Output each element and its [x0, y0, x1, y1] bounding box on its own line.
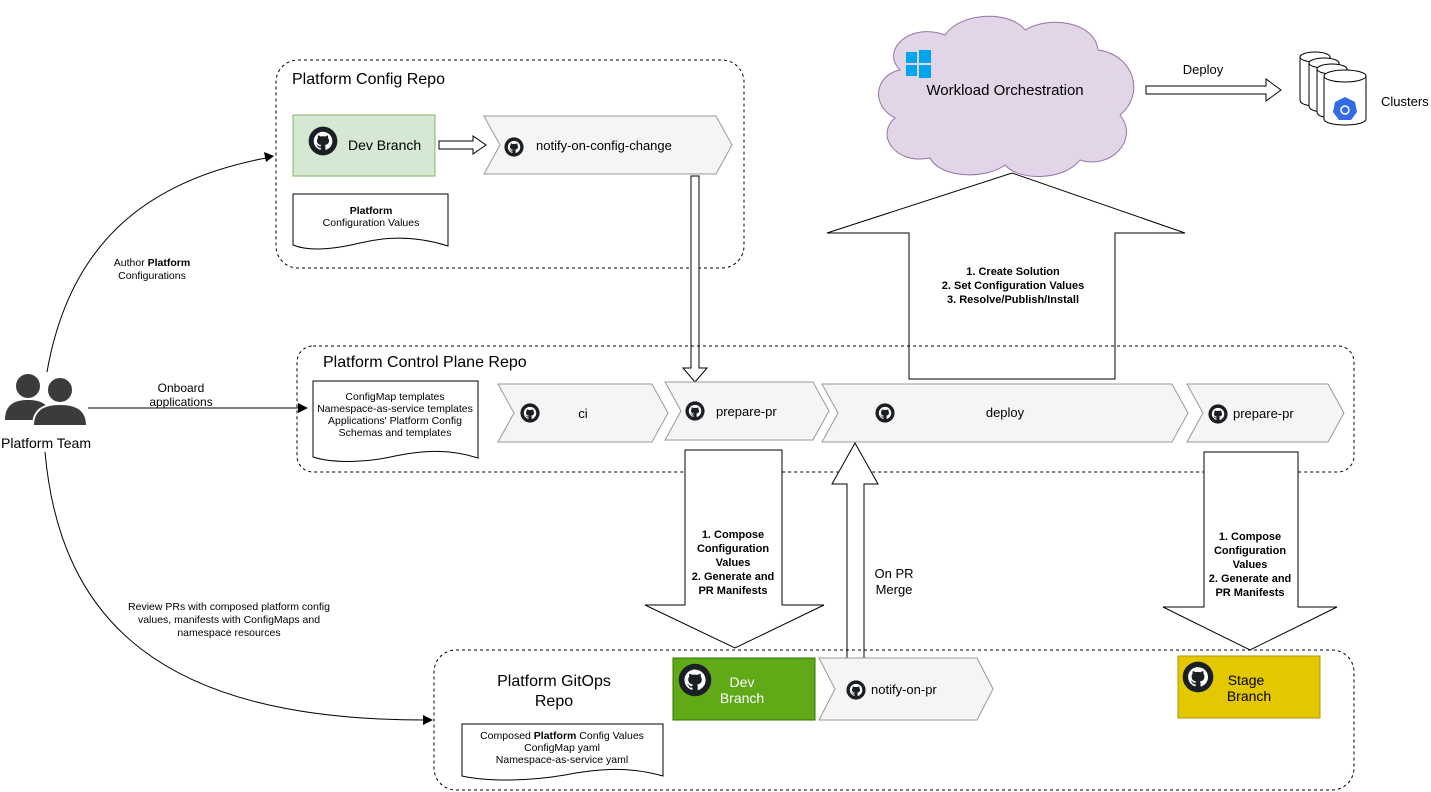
- templates-doc-line: Applications' Platform Config: [328, 415, 462, 427]
- compose-left-line: Values: [716, 557, 751, 569]
- review-label: Review PRs with composed platform config: [128, 601, 330, 613]
- github-icon: [1208, 404, 1228, 424]
- gitops-repo: Platform GitOps Repo Composed Platform C…: [433, 649, 1355, 791]
- prepare-pr-stage[interactable]: [664, 381, 830, 441]
- ci-stage-label: ci: [578, 406, 588, 421]
- platform-config-repo: Platform Config Repo Dev Branch notify-o…: [275, 59, 745, 269]
- gitops-doc-line-3: Namespace-as-service yaml: [496, 754, 628, 766]
- github-icon: [504, 137, 524, 157]
- author-label-line-2: Configurations: [118, 270, 186, 282]
- gitops-stage-branch-label-line-2: Branch: [1227, 688, 1271, 704]
- author-connector: [46, 157, 267, 373]
- pr-merge-label-line-2: Merge: [876, 582, 913, 597]
- review-connector: [44, 451, 425, 721]
- workload-cloud-label: Workload Orchestration: [926, 82, 1083, 99]
- config-change-arrow: [681, 175, 709, 383]
- compose-left-line: PR Manifests: [698, 585, 767, 597]
- gitops-doc-line-1: Composed Platform Config Values: [480, 730, 644, 742]
- config-values-document: [292, 193, 449, 250]
- compose-right-line: Values: [1233, 559, 1268, 571]
- compose-arrow-left: [644, 449, 825, 649]
- compose-arrow-right: [1162, 451, 1338, 651]
- clusters-icon: [1299, 51, 1367, 126]
- github-icon: [520, 403, 540, 423]
- config-doc-bold: Platform: [350, 205, 393, 217]
- onboard-label-line-2: applications: [149, 395, 212, 409]
- publish-step-3: 3. Resolve/Publish/Install: [947, 294, 1079, 306]
- deploy-stage[interactable]: [821, 383, 1189, 443]
- flow-arrow: [438, 135, 487, 155]
- prepare-pr-stage-2[interactable]: [1186, 383, 1345, 443]
- control-plane-repo: Platform Control Plane Repo ConfigMap te…: [296, 345, 1355, 473]
- deploy-label: Deploy: [1183, 62, 1224, 77]
- pr-merge-label: On PR: [874, 566, 913, 581]
- github-icon: [875, 403, 895, 423]
- publish-step-1: 1. Create Solution: [966, 266, 1060, 278]
- workload-orchestration: Workload Orchestration: [878, 15, 1135, 177]
- github-icon: [685, 401, 705, 421]
- compose-right-line: Configuration: [1214, 545, 1286, 557]
- config-repo-border: [275, 59, 745, 269]
- notify-on-pr-label: notify-on-pr: [871, 682, 937, 697]
- pr-merge-arrow: [831, 441, 879, 659]
- gitops-repo-title: Platform GitOps: [497, 673, 611, 690]
- templates-doc-line: ConfigMap templates: [345, 391, 444, 403]
- config-repo-title: Platform Config Repo: [292, 71, 445, 88]
- templates-doc-line: Schemas and templates: [339, 427, 452, 439]
- gitops-repo-title-line-2: Repo: [535, 693, 573, 710]
- gitops-doc-line-2: ConfigMap yaml: [524, 742, 600, 754]
- publish-arrow: [826, 172, 1186, 380]
- compose-right-line: 1. Compose: [1219, 531, 1281, 543]
- github-icon: [678, 663, 712, 697]
- gitops-dev-branch-label: Dev: [730, 674, 755, 690]
- prepare-pr-2-label: prepare-pr: [1233, 406, 1294, 421]
- config-dev-branch-label: Dev Branch: [348, 137, 421, 153]
- platform-team: Platform Team: [1, 374, 91, 451]
- github-icon: [308, 126, 338, 156]
- workload-cloud[interactable]: [878, 15, 1135, 177]
- gitops-dev-branch-label-line-2: Branch: [720, 690, 764, 706]
- notify-on-config-change-stage[interactable]: [483, 115, 733, 175]
- users-icon: [5, 374, 89, 427]
- windows-icon: [906, 50, 931, 78]
- review-label-line-2: values, manifests with ConfigMaps and: [138, 614, 320, 626]
- deploy-stage-label: deploy: [986, 405, 1025, 420]
- github-icon: [1182, 661, 1214, 693]
- onboard-label: Onboard: [158, 381, 205, 395]
- config-doc-text: Configuration Values: [323, 217, 420, 229]
- control-plane-border: [296, 345, 1355, 473]
- notify-on-pr-stage[interactable]: [818, 657, 994, 721]
- gitops-document: [461, 723, 664, 781]
- author-label: Author Platform: [114, 257, 190, 269]
- compose-left-line: 2. Generate and: [692, 571, 775, 583]
- templates-doc-line: Namespace-as-service templates: [317, 403, 473, 415]
- gitops-stage-branch-label: Stage: [1228, 672, 1265, 688]
- platform-team-label: Platform Team: [1, 435, 91, 451]
- control-plane-title: Platform Control Plane Repo: [323, 354, 527, 371]
- kubernetes-icon: [1333, 97, 1357, 120]
- prepare-pr-label: prepare-pr: [716, 404, 777, 419]
- compose-left-line: Configuration: [697, 543, 769, 555]
- gitops-repo-border: [433, 649, 1355, 791]
- notify-on-config-change-label: notify-on-config-change: [536, 138, 672, 153]
- deploy-arrow: [1145, 78, 1282, 102]
- github-icon: [846, 680, 866, 700]
- templates-document: [312, 380, 479, 462]
- clusters-label: Clusters: [1381, 94, 1429, 109]
- review-label-line-3: namespace resources: [177, 627, 280, 639]
- compose-left-line: 1. Compose: [702, 529, 764, 541]
- compose-right-line: PR Manifests: [1215, 587, 1284, 599]
- compose-right-line: 2. Generate and: [1209, 573, 1292, 585]
- publish-step-2: 2. Set Configuration Values: [942, 280, 1084, 292]
- ci-stage[interactable]: [497, 383, 669, 443]
